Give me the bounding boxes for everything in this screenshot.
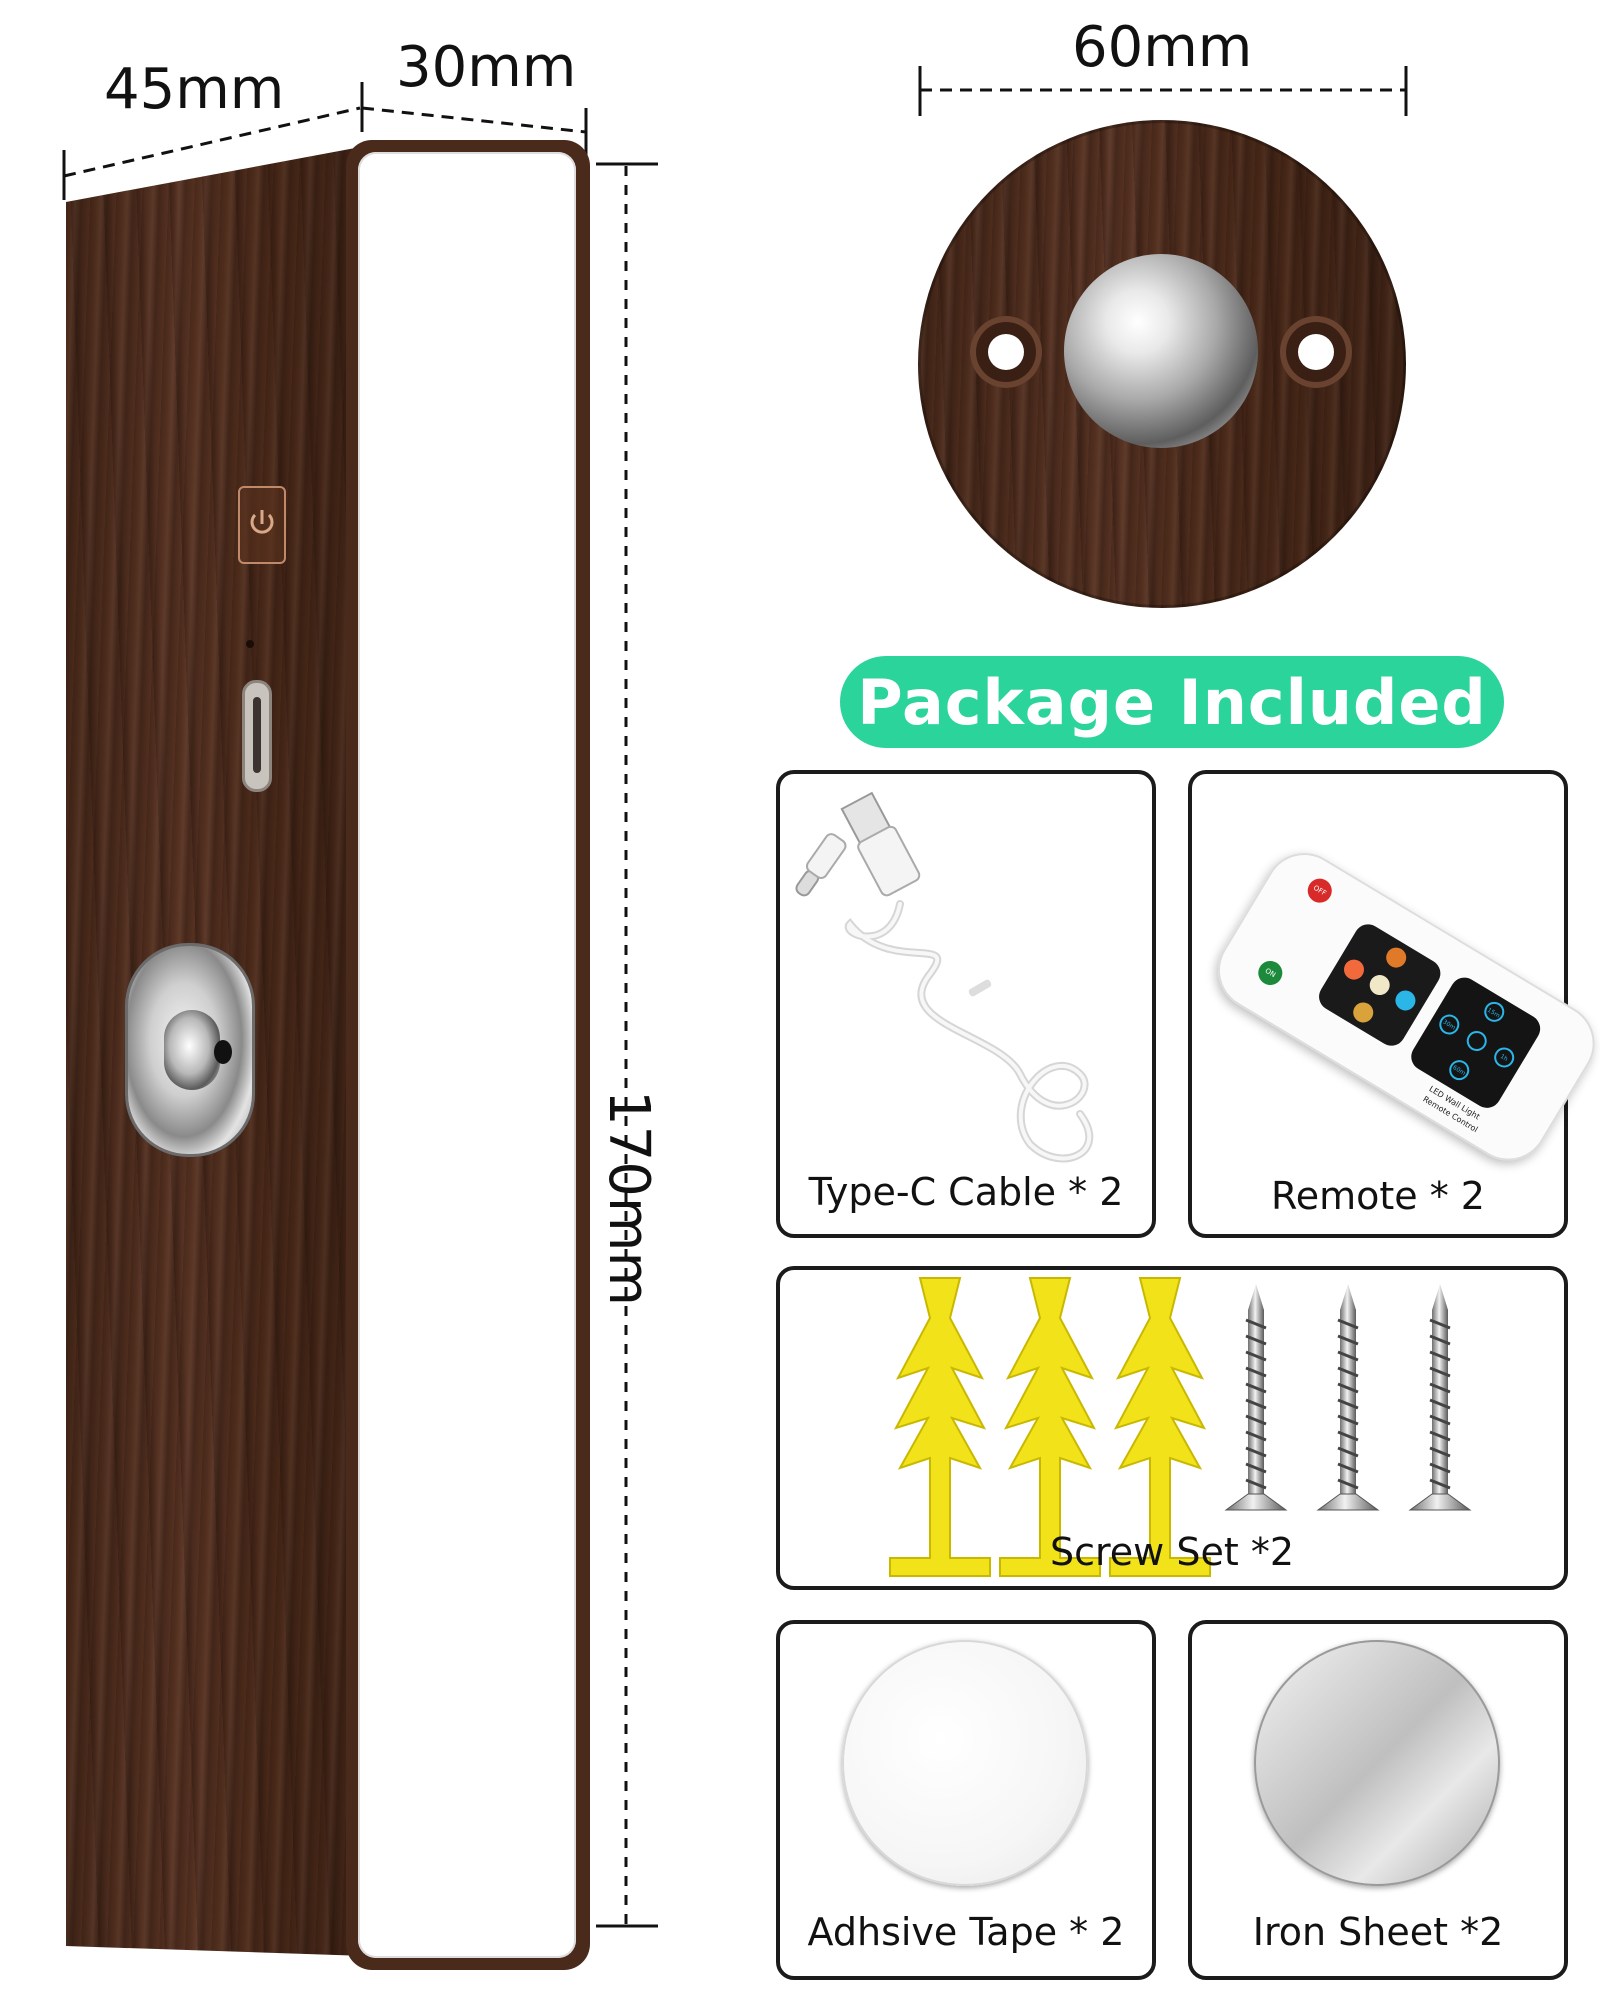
item-label: Remote * 2	[1271, 1174, 1485, 1218]
item-label: Adhsive Tape * 2	[807, 1910, 1125, 1954]
package-item-adhesive-tape: Adhsive Tape * 2	[776, 1620, 1156, 1980]
indicator-led	[246, 640, 254, 648]
iron-disc-icon	[1254, 1640, 1500, 1886]
screws	[1224, 1284, 1472, 1511]
screw-hole-left-icon	[970, 316, 1042, 388]
wall-mount-disc-icon	[918, 120, 1406, 608]
item-label: Screw Set *2	[1050, 1530, 1294, 1574]
screw-hole-right-icon	[1280, 316, 1352, 388]
usb-c-port-icon	[242, 680, 272, 792]
screw-set-icon	[889, 1277, 1472, 1577]
mount-diameter-label: 60mm	[1072, 15, 1253, 80]
package-item-iron-sheet: Iron Sheet *2	[1188, 1620, 1568, 1980]
package-item-screw-set: Screw Set *2	[776, 1266, 1568, 1590]
adhesive-disc-icon	[842, 1640, 1088, 1886]
depth-label: 30mm	[396, 35, 577, 100]
power-symbol	[250, 510, 274, 534]
package-included-heading: Package Included	[840, 656, 1504, 748]
light-panel-face	[346, 140, 590, 1970]
power-button-icon	[238, 486, 286, 564]
remote-control-icon: OFF ON 15m 30m 1h 60m LED Wall Light Rem…	[1203, 838, 1600, 1176]
item-label: Type-C Cable * 2	[808, 1170, 1124, 1214]
on-button-icon: ON	[1253, 956, 1287, 990]
item-label: Iron Sheet *2	[1252, 1910, 1504, 1954]
off-button-icon: OFF	[1303, 874, 1337, 908]
width-label: 45mm	[104, 57, 285, 122]
package-item-remote: OFF ON 15m 30m 1h 60m LED Wall Light Rem…	[1188, 770, 1600, 1238]
usb-cable-icon	[795, 791, 1094, 1163]
magnetic-mount-socket-icon	[128, 946, 252, 1154]
wall-anchors	[889, 1277, 1211, 1577]
steel-ball-icon	[1064, 254, 1258, 448]
height-label: 170mm	[596, 1090, 661, 1306]
package-item-type-c-cable: Type-C Cable * 2	[776, 770, 1156, 1238]
